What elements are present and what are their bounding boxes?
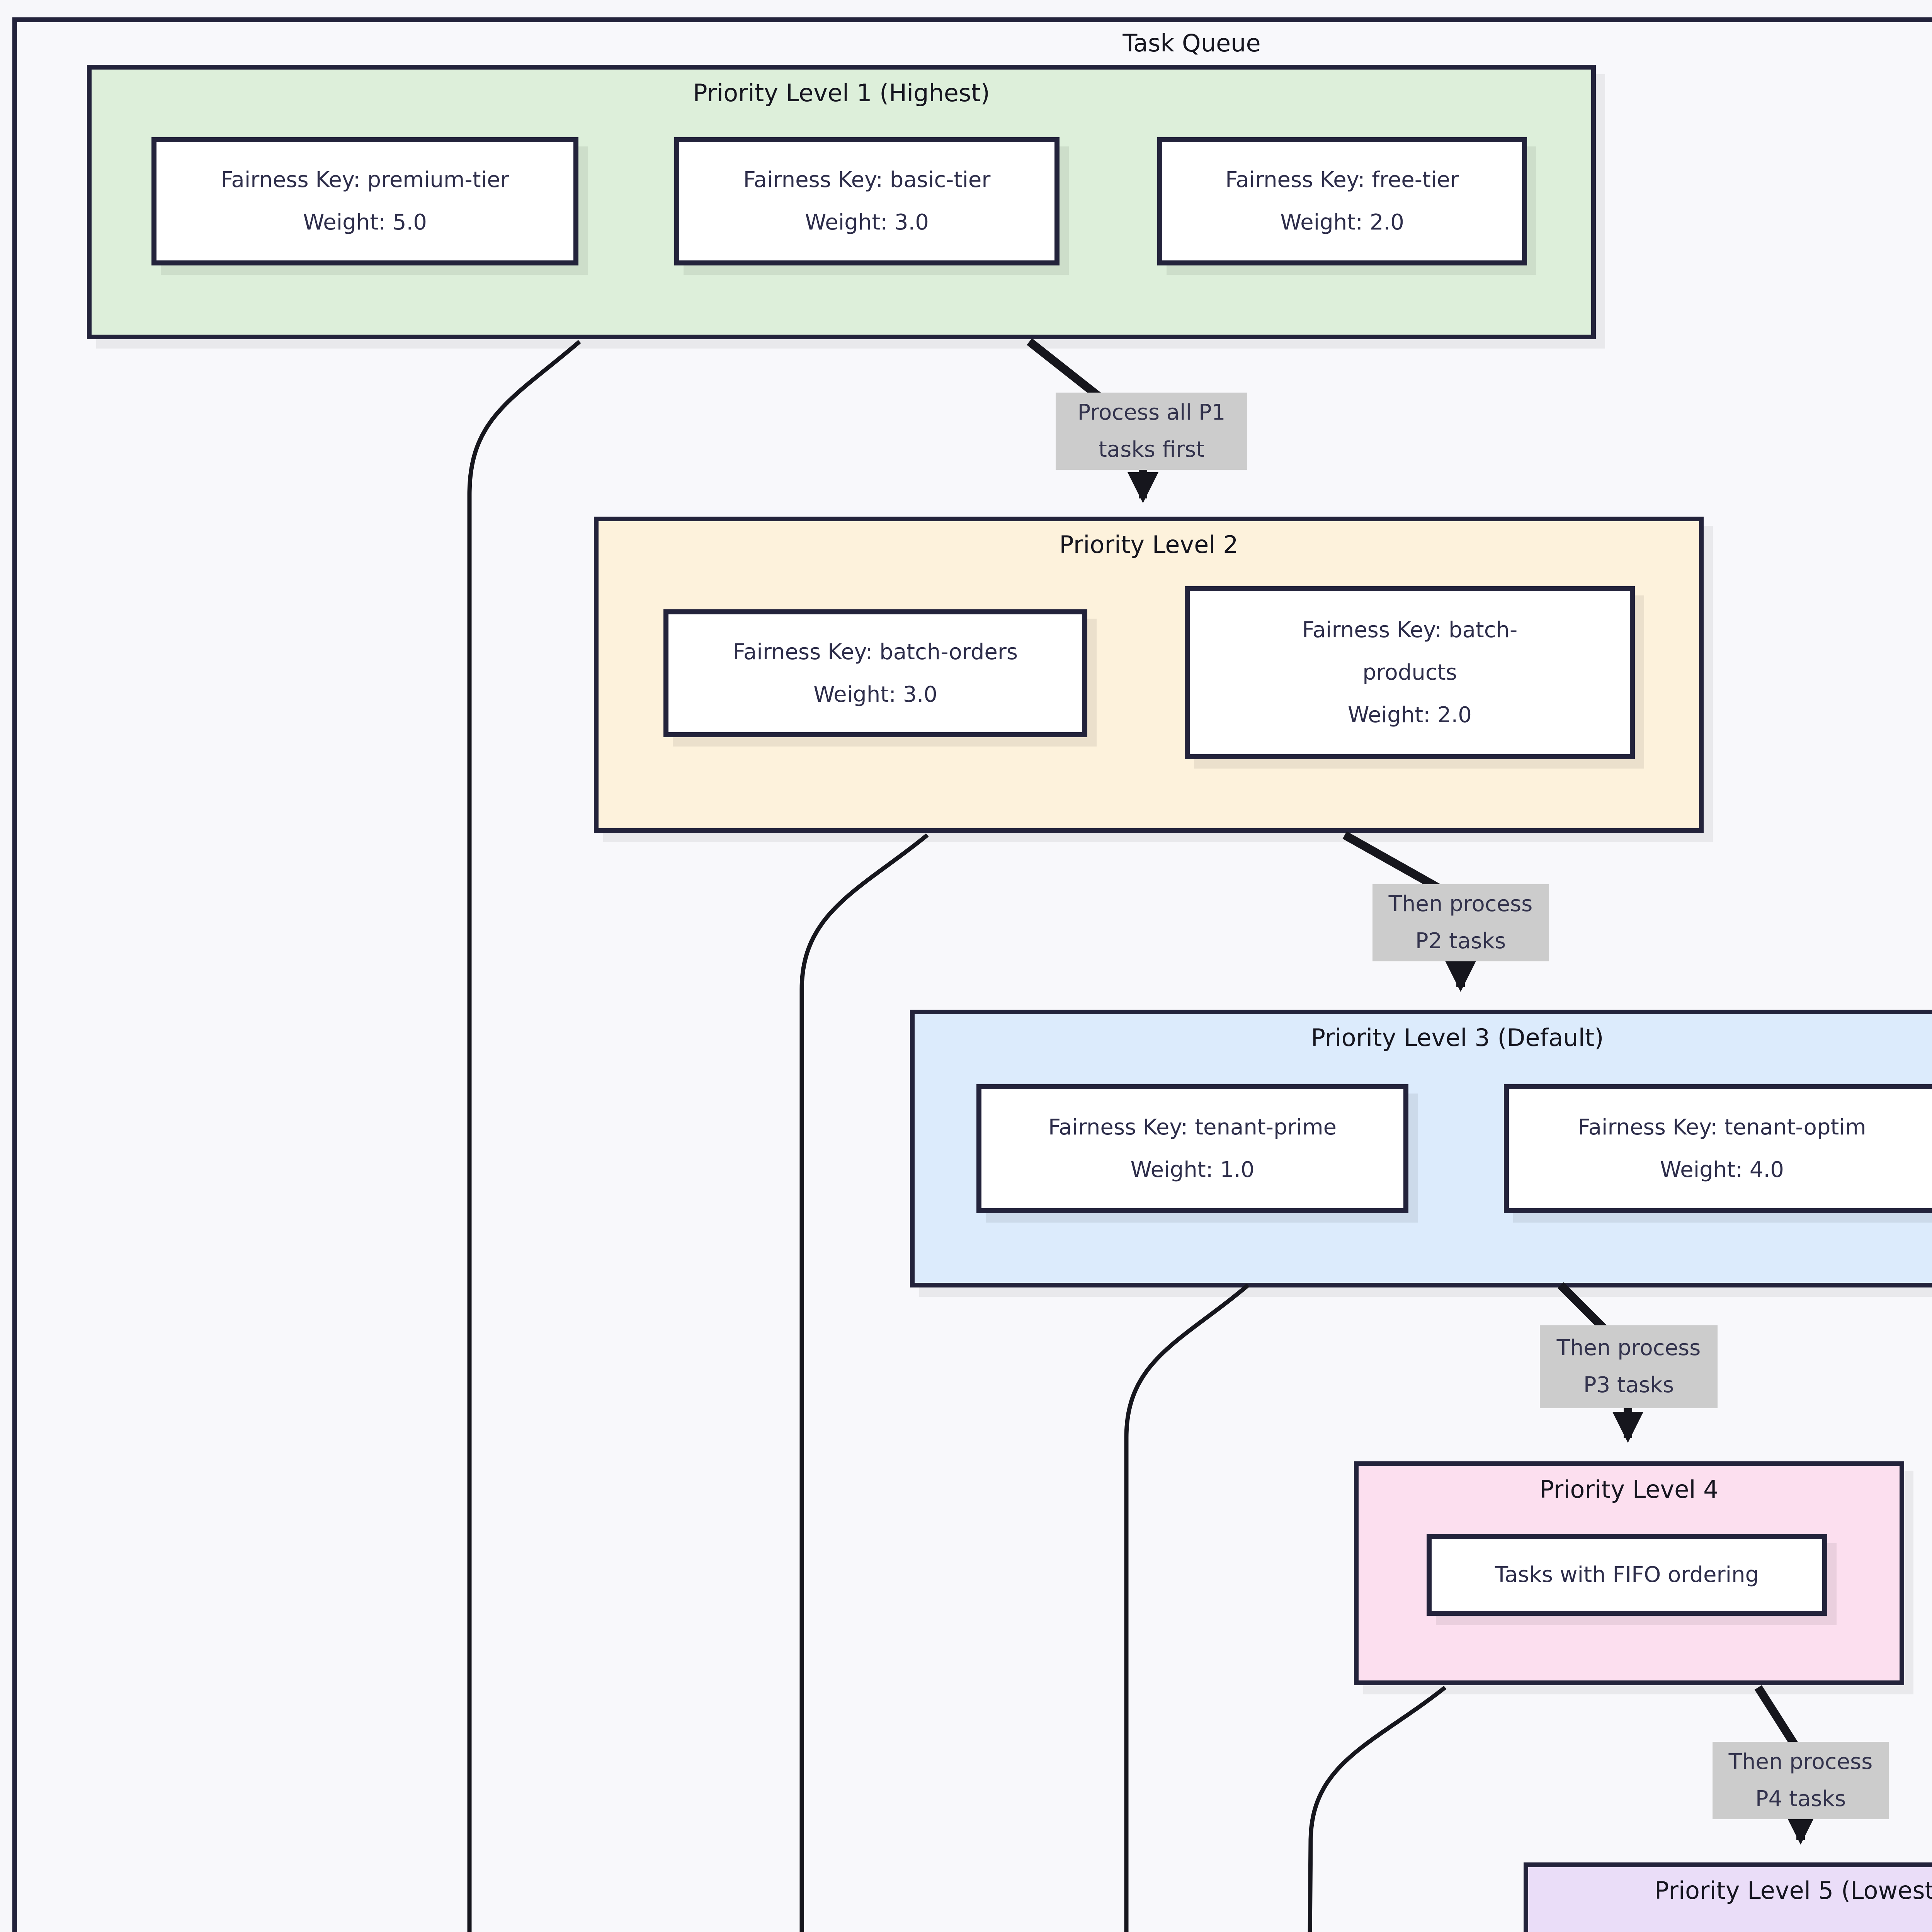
cluster-title-p3: Priority Level 3 (Default) <box>1311 1024 1604 1052</box>
edge-label-process-p4: Then process P4 tasks <box>1713 1742 1889 1819</box>
cluster-title-p1: Priority Level 1 (Highest) <box>693 79 990 107</box>
edge-p3-workers <box>1124 1283 1250 1932</box>
edge-p2-workers <box>799 833 929 1932</box>
cluster-title-p5: Priority Level 5 (Lowest) <box>1654 1876 1932 1905</box>
cluster-title-p4: Priority Level 4 <box>1539 1475 1719 1503</box>
node-batch-products: Fairness Key: batch- products Weight: 2.… <box>1185 586 1635 759</box>
node-basic-tier: Fairness Key: basic-tier Weight: 3.0 <box>674 137 1060 265</box>
node-batch-orders: Fairness Key: batch-orders Weight: 3.0 <box>663 609 1087 737</box>
node-free-tier: Fairness Key: free-tier Weight: 2.0 <box>1157 137 1527 265</box>
edge-p1-workers <box>467 340 581 1932</box>
cluster-title-p2: Priority Level 2 <box>1059 531 1238 559</box>
node-premium-tier: Fairness Key: premium-tier Weight: 5.0 <box>151 137 578 265</box>
edge-label-process-p2: Then process P2 tasks <box>1372 884 1549 961</box>
edge-label-process-p1: Process all P1 tasks first <box>1056 393 1247 470</box>
diagram-title: Task Queue <box>1122 29 1261 57</box>
node-fifo-p4: Tasks with FIFO ordering <box>1427 1534 1827 1616</box>
edge-p4-workers <box>1308 1685 1447 1932</box>
edge-label-process-p3: Then process P3 tasks <box>1540 1325 1718 1408</box>
node-tenant-prime: Fairness Key: tenant-prime Weight: 1.0 <box>976 1084 1408 1213</box>
cluster-priority-level-5: Priority Level 5 (Lowest) <box>1524 1862 1932 1932</box>
node-tenant-optim: Fairness Key: tenant-optim Weight: 4.0 <box>1504 1084 1932 1213</box>
